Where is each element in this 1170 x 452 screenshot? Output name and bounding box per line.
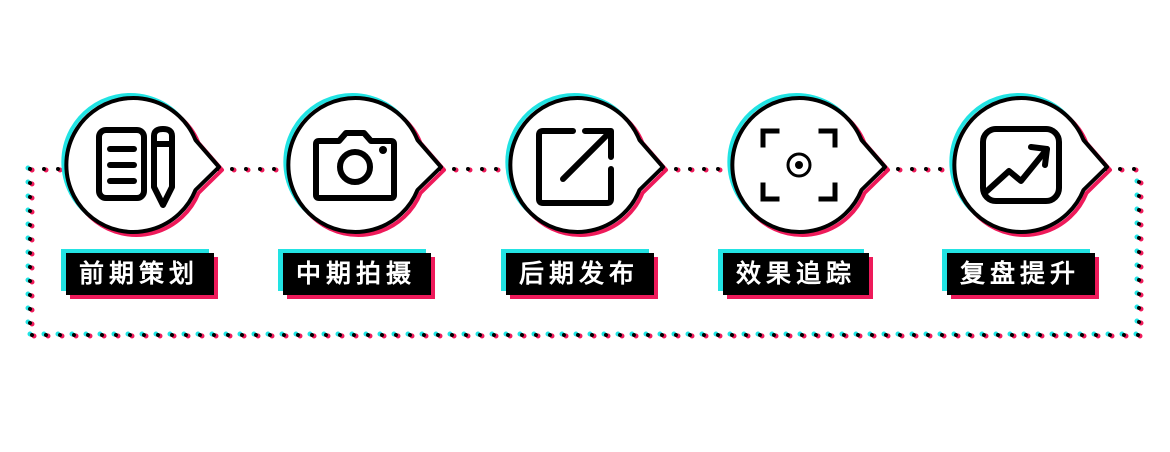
dotted-loop-border <box>25 165 1144 339</box>
step-bubble-3 <box>505 93 668 237</box>
step-label-2: 中期拍摄 <box>283 253 431 295</box>
trend-chart-icon <box>980 126 1062 204</box>
camera-icon <box>313 130 397 201</box>
step-bubble-5 <box>949 93 1112 237</box>
step-label-1: 前期策划 <box>66 253 214 295</box>
external-arrow-icon <box>536 128 614 206</box>
focus-target-icon <box>760 128 838 202</box>
step-label-4: 效果追踪 <box>723 253 869 295</box>
step-bubble-1 <box>61 93 224 237</box>
step-bubble-2 <box>283 93 446 237</box>
step-label-3: 后期发布 <box>506 253 654 295</box>
document-pencil-icon <box>96 126 175 208</box>
step-bubble-4 <box>727 93 890 237</box>
step-label-5: 复盘提升 <box>947 253 1095 295</box>
